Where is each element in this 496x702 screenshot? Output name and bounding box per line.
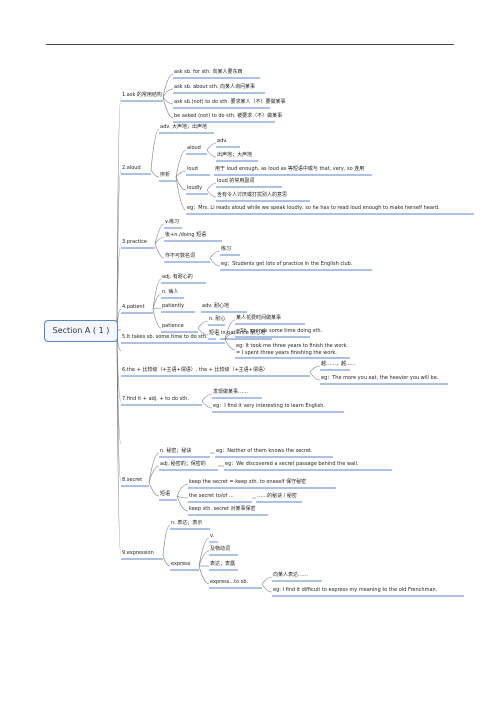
topic-find-it: 7.find it + adj. + to do sth. <box>122 396 189 402</box>
express-pos: v. <box>210 533 215 539</box>
aloud-pos: adv. <box>217 138 228 144</box>
aloud-meaning: 出声地；大声地 <box>217 152 253 158</box>
express-def: 表达；表露 <box>210 561 236 567</box>
ask-item: ask sb. about sth. 向某人询问某事 <box>174 84 256 90</box>
secret-noun: n. 秘密；秘诀 <box>160 448 192 454</box>
express-transitive: 及物动词 <box>210 546 231 552</box>
topic-secret: 8.secret <box>122 477 143 483</box>
secret-phrase: the secret to/of ... <box>189 493 234 499</box>
loudly-word: loudly <box>187 185 203 191</box>
ask-item: be asked (not) to do sth. 被要求（不）做某事 <box>174 113 283 119</box>
secret-phrase-meaning: ……的秘诀 / 秘密 <box>257 493 297 499</box>
patience-word: patience <box>162 323 184 329</box>
patience-def: n. 耐心 <box>209 316 226 322</box>
secret-phrase: keep sth. secret 对某事保密 <box>189 506 256 512</box>
ask-item: ask sb.(not) to do sth. 要求某人（不）要做某事 <box>174 99 286 105</box>
practice-noun-def: 练习 <box>221 246 232 252</box>
loud-usage: 用于 loud enough, as loud as 等短语中或与 that, … <box>215 166 365 172</box>
patient-noun: n. 病人 <box>162 289 179 295</box>
express-word: express <box>171 561 191 567</box>
practice-noun: 作不可数名词 <box>165 253 196 259</box>
express-phrase: express...to sb. <box>210 579 249 585</box>
loud-word: loud <box>187 166 198 172</box>
comp-meaning: 越……，越…… <box>321 361 357 367</box>
topic-patient: 4.patient <box>122 304 145 310</box>
topic-comparative: 6.the + 比较级（+主语+谓语）, the + 比较级（+主语+谓语） <box>122 367 268 373</box>
header-rule <box>46 44 454 45</box>
express-phrase-meaning: 向某人表达…… <box>273 572 309 578</box>
topic-aloud: 2.aloud <box>122 165 141 171</box>
loudly-note: 含有令人讨厌或打扰别人的意思 <box>217 192 288 198</box>
secret-noun-example: eg：Neither of them knows the secret. <box>216 448 313 454</box>
patiently-def: adv. 耐心地 <box>202 303 229 309</box>
aloud-diff: 辨析 <box>160 172 171 178</box>
patient-adj: adj. 有耐心的 <box>162 274 193 280</box>
topic-practice: 3.practice <box>122 239 147 245</box>
aloud-def: adv. 大声地；出声地 <box>160 124 207 130</box>
patience-phrase: in patience 耐心地 <box>221 330 266 336</box>
takes-example: eg: It took me three years to finish the… <box>236 343 348 349</box>
expression-def: n. 表达；表示 <box>171 520 203 526</box>
takes-example: = I spent three years finishing the work… <box>236 350 337 356</box>
practice-def: v.练习 <box>165 219 180 225</box>
patience-phrase-label: 短语 <box>209 330 220 336</box>
takes-equivalent: =Sb. spends some time doing sth. <box>236 328 323 334</box>
root-node: Section A ( 1 ) <box>44 320 118 342</box>
aloud-example: eg：Mrs. Li reads aloud while we speak lo… <box>187 205 440 211</box>
comp-example: eg：The more you eat, the heavier you wil… <box>321 375 439 381</box>
topic-expression: 9.expression <box>122 550 154 556</box>
loudly-note: loud 的常用副词 <box>217 178 255 184</box>
find-example: eg：I find it very interesting to learn E… <box>213 403 325 409</box>
ask-item: ask sb. for sth. 向某人要东西 <box>174 69 243 75</box>
patiently-word: patiently <box>162 303 185 309</box>
aloud-word: aloud <box>187 145 201 151</box>
topic-it-takes: 5.It takes sb. some time to do sth. <box>122 334 208 340</box>
practice-example: eg：Students get lots of practice in the … <box>221 261 353 267</box>
secret-phrases: 短语 <box>160 491 171 497</box>
secret-adj: adj. 秘密的；保密的 <box>160 461 206 467</box>
secret-adj-example: eg：We discovered a secret passage behind… <box>225 461 359 467</box>
practice-usage: 後+n./doing 短语 <box>165 232 207 238</box>
find-meaning: 发现做某事…… <box>213 389 249 395</box>
secret-phrase: keep the secret = keep sth. to oneself 保… <box>189 479 307 485</box>
takes-meaning: 某人花费时间做某事 <box>236 315 282 321</box>
topic-ask: 1.ask 的常用结构 <box>122 92 162 98</box>
express-example: eg: I find it difficult to express my me… <box>273 587 438 593</box>
